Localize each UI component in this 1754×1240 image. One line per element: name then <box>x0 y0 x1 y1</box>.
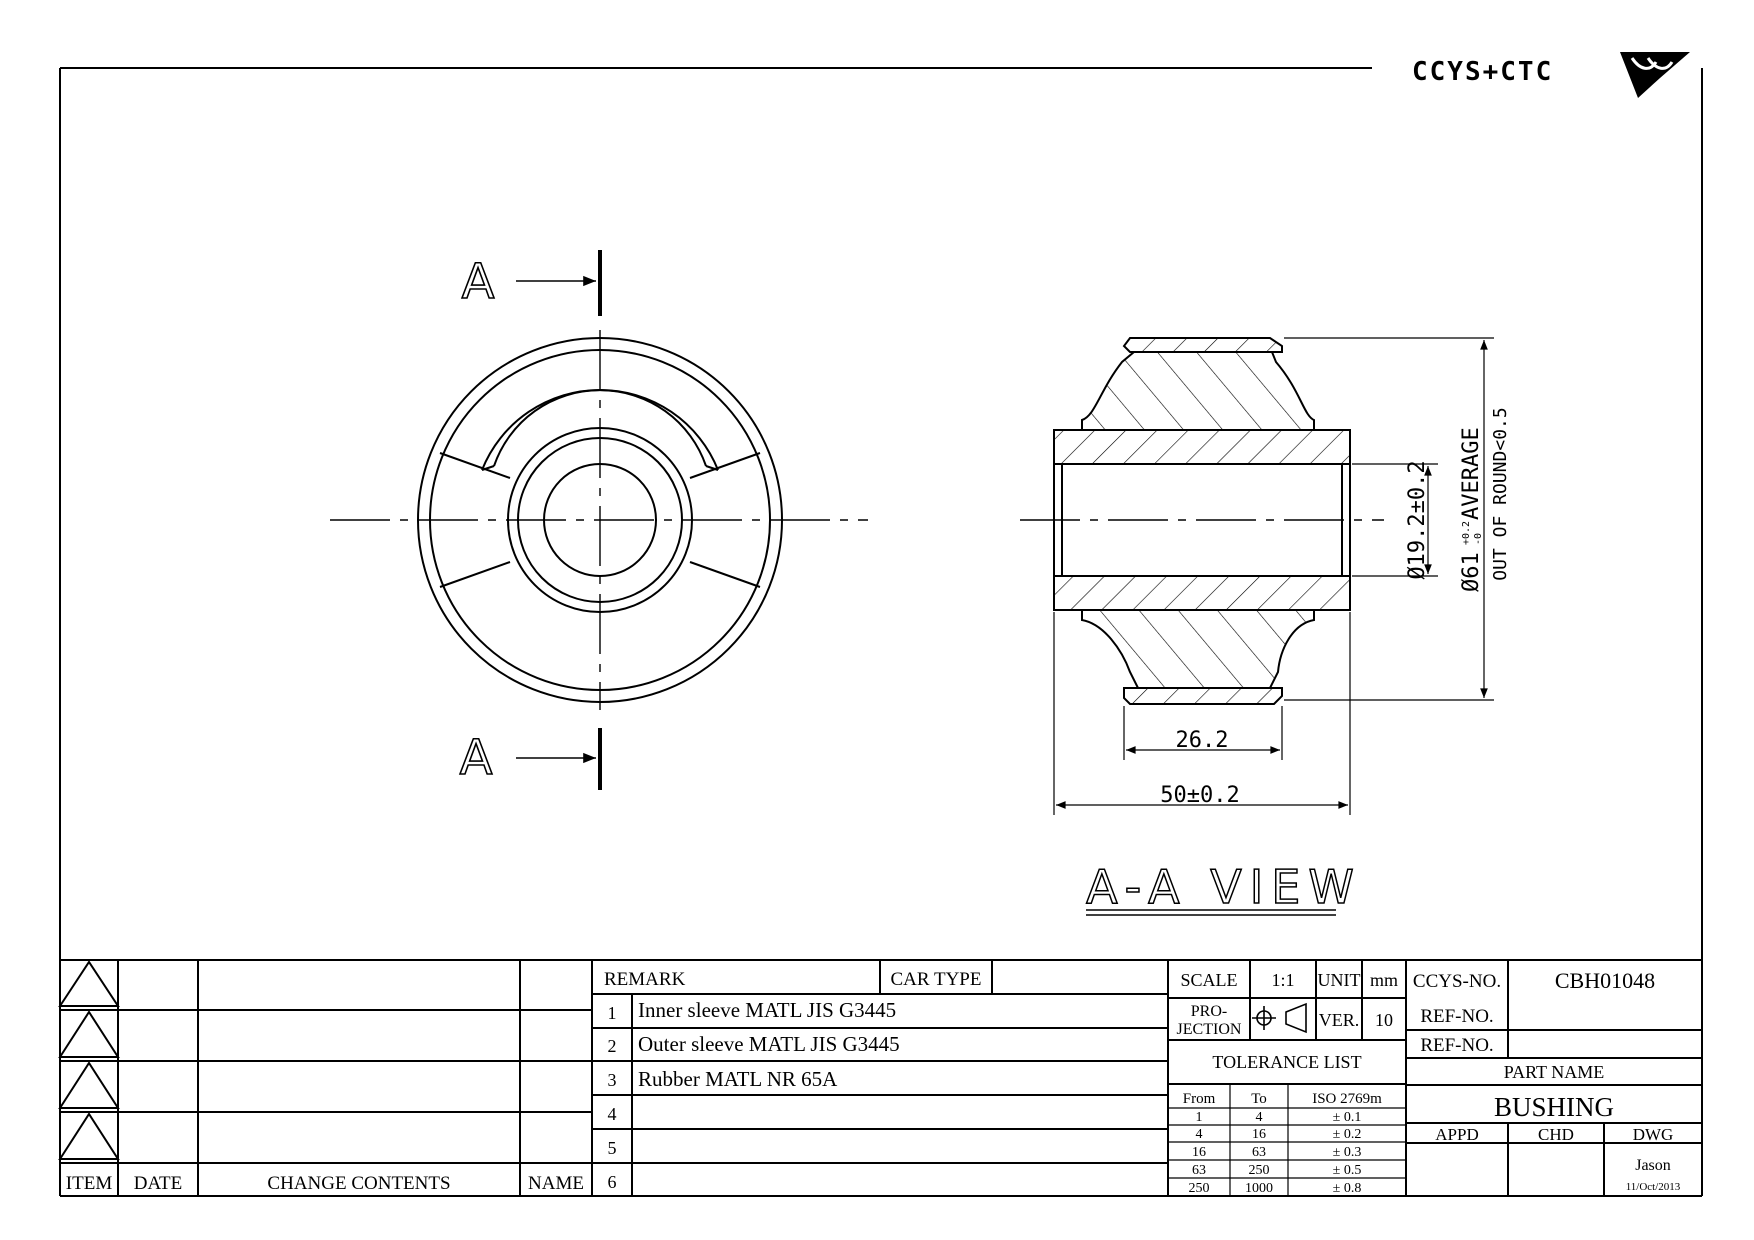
dwg-label: DWG <box>1633 1125 1674 1144</box>
remark-header: REMARK <box>604 969 686 990</box>
revision-triangles <box>58 960 120 1160</box>
dim-out-of-round: OUT OF ROUND<0.5 <box>1490 407 1511 580</box>
svg-text:CCYS+CTC: CCYS+CTC <box>1412 57 1553 87</box>
chd-label: CHD <box>1538 1125 1574 1144</box>
remark-no: 1 <box>608 1003 617 1023</box>
projection-label-2: JECTION <box>1177 1021 1242 1038</box>
revision-headers: ITEM DATE CHANGE CONTENTS NAME <box>66 1173 584 1194</box>
remark-no: 3 <box>608 1070 617 1090</box>
dim-width-overall: 50±0.2 <box>1160 783 1239 808</box>
tol-cell: 16 <box>1192 1145 1206 1160</box>
section-view <box>1053 337 1351 705</box>
appd-label: APPD <box>1435 1125 1478 1144</box>
remark-text: Outer sleeve MATL JIS G3445 <box>638 1032 900 1056</box>
car-type-label: CAR TYPE <box>891 969 982 990</box>
part-name-label: PART NAME <box>1504 1062 1604 1082</box>
remark-no: 2 <box>608 1036 617 1056</box>
ccys-no-label: CCYS-NO. <box>1413 971 1501 992</box>
tol-cell: 4 <box>1256 1110 1263 1125</box>
tol-cell: 250 <box>1249 1163 1270 1178</box>
tol-cell: 63 <box>1252 1145 1266 1160</box>
svg-text:A: A <box>462 254 495 310</box>
view-title: A-A VIEW <box>1085 859 1362 916</box>
revision-triangle-icon <box>58 1112 120 1160</box>
revision-triangle-icon <box>58 960 120 1007</box>
part-name-value: BUSHING <box>1494 1092 1614 1122</box>
scale-value: 1:1 <box>1271 970 1294 990</box>
ver-label: VER. <box>1319 1010 1360 1030</box>
dimension-lines <box>1053 337 1494 815</box>
front-view-centerlines <box>330 330 868 710</box>
projection-symbol-icon <box>1252 1002 1307 1034</box>
dwg-date: 11/Oct/2013 <box>1626 1181 1681 1193</box>
tolerance-title: TOLERANCE LIST <box>1212 1052 1361 1072</box>
dwg-name: Jason <box>1635 1157 1671 1174</box>
svg-text:A-A VIEW: A-A VIEW <box>1086 860 1362 914</box>
tolerance-table: From To ISO 2769m 1 4 ± 0.1 4 16 ± 0.2 1… <box>1183 1091 1382 1196</box>
tol-cell: 1000 <box>1245 1181 1273 1196</box>
remark-no: 6 <box>608 1172 617 1192</box>
scale-label: SCALE <box>1180 970 1237 990</box>
tol-cell: ± 0.5 <box>1333 1163 1362 1178</box>
company-logo: CCYS+CTC <box>1412 52 1690 98</box>
tol-cell: 63 <box>1192 1163 1206 1178</box>
dim-outer-dia: Ø61 +0.2 -0 AVERAGE <box>1459 427 1484 592</box>
svg-text:AVERAGE: AVERAGE <box>1459 427 1484 520</box>
revision-triangle-icon <box>58 1061 120 1109</box>
svg-text:A: A <box>460 730 493 786</box>
tol-header: From <box>1183 1091 1216 1107</box>
section-marker-bottom: A <box>459 728 602 790</box>
tol-cell: ± 0.2 <box>1333 1127 1362 1142</box>
remark-no: 5 <box>608 1138 617 1158</box>
tol-cell: ± 0.8 <box>1333 1181 1362 1196</box>
tol-cell: 250 <box>1189 1181 1210 1196</box>
ref-no-2-label: REF-NO. <box>1420 1035 1493 1056</box>
tol-cell: 16 <box>1252 1127 1266 1142</box>
dimension-texts: Ø19.2±0.2 26.2 50±0.2 Ø61 +0.2 -0 AVERAG… <box>1160 407 1511 808</box>
remark-text: Rubber MATL NR 65A <box>638 1067 838 1091</box>
remarks-block: REMARK CAR TYPE 1 Inner sleeve MATL JIS … <box>604 969 981 1192</box>
remark-no: 4 <box>608 1104 617 1124</box>
section-marker-top: A <box>461 250 602 316</box>
dim-inner-dia: Ø19.2±0.2 <box>1405 460 1430 579</box>
tol-cell: 4 <box>1196 1127 1203 1142</box>
header-change-contents: CHANGE CONTENTS <box>267 1173 450 1194</box>
unit-label: UNIT <box>1318 970 1361 990</box>
unit-value: mm <box>1370 970 1398 990</box>
tol-cell: ± 0.1 <box>1333 1110 1362 1125</box>
projection-label-1: PRO- <box>1191 1003 1227 1020</box>
title-block-right: CCYS-NO. CBH01048 REF-NO. REF-NO. PART N… <box>1413 968 1681 1193</box>
dim-width-inner: 26.2 <box>1176 728 1229 753</box>
tol-cell: 1 <box>1196 1110 1203 1125</box>
header-name: NAME <box>528 1173 584 1194</box>
tol-header: To <box>1251 1091 1267 1107</box>
tol-header: ISO 2769m <box>1312 1091 1382 1107</box>
ver-value: 10 <box>1375 1010 1393 1030</box>
header-item: ITEM <box>66 1173 113 1194</box>
tol-cell: ± 0.3 <box>1333 1145 1362 1160</box>
revision-triangle-icon <box>58 1010 120 1058</box>
ccys-no-value: CBH01048 <box>1555 968 1655 993</box>
svg-text:+0.2: +0.2 <box>1461 521 1472 545</box>
header-date: DATE <box>134 1173 183 1194</box>
title-block-lines <box>60 959 1702 1196</box>
ref-no-1-label: REF-NO. <box>1420 1006 1493 1027</box>
sheet-border <box>59 67 1703 1197</box>
remark-text: Inner sleeve MATL JIS G3445 <box>638 998 896 1022</box>
spec-block: SCALE 1:1 UNIT mm PRO- JECTION VER. 10 T… <box>1177 970 1398 1072</box>
svg-text:Ø61: Ø61 <box>1459 552 1484 592</box>
svg-text:-0: -0 <box>1473 533 1484 545</box>
